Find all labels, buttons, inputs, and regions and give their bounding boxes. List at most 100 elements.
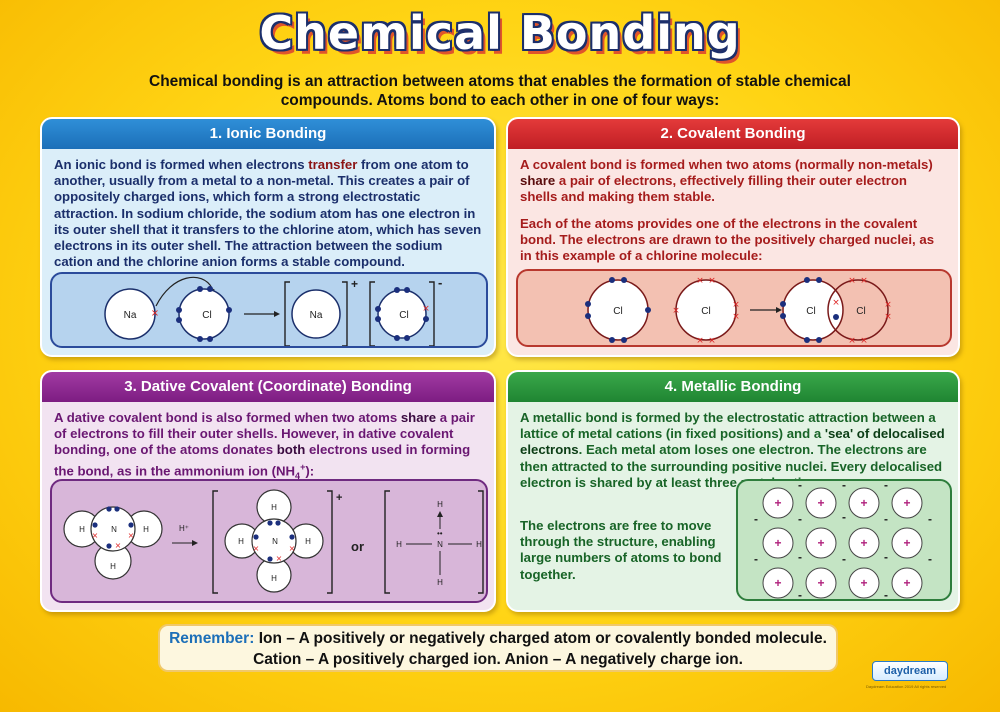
svg-text:+: + xyxy=(860,496,867,510)
svg-text:N: N xyxy=(437,540,443,549)
svg-text:+: + xyxy=(774,576,781,590)
svg-text:×: × xyxy=(860,276,868,286)
svg-text:-: - xyxy=(438,275,442,290)
svg-text:Cl: Cl xyxy=(701,306,710,317)
covalent-bonding-panel: 2. Covalent Bonding A covalent bond is f… xyxy=(506,117,960,357)
svg-text:H: H xyxy=(110,562,116,571)
svg-text:H: H xyxy=(396,540,402,549)
svg-text:Na: Na xyxy=(310,310,323,321)
svg-text:H: H xyxy=(143,525,149,534)
svg-text:Cl: Cl xyxy=(399,310,408,321)
svg-text:N: N xyxy=(111,525,117,534)
svg-text:Cl: Cl xyxy=(202,310,211,321)
svg-text:×: × xyxy=(253,544,260,553)
svg-text:+: + xyxy=(860,576,867,590)
svg-text:×: × xyxy=(276,554,283,563)
remember-box: Remember: Ion – A positively or negative… xyxy=(158,624,838,672)
svg-text:H: H xyxy=(437,500,443,509)
ionic-emphasis: transfer xyxy=(308,157,358,172)
covalent-diagram: Cl Cl × × × × × × × xyxy=(516,269,952,347)
svg-text:H: H xyxy=(437,578,443,587)
svg-text:×: × xyxy=(884,300,892,310)
or-label: or xyxy=(351,539,364,554)
metallic-bonding-panel: 4. Metallic Bonding A metallic bond is f… xyxy=(506,370,960,612)
metallic-text: A metallic bond is formed by the electro… xyxy=(520,410,945,490)
delocalised-electron: - xyxy=(884,588,888,601)
svg-text:H: H xyxy=(79,525,85,534)
svg-text:×: × xyxy=(151,308,159,319)
dative-heading: 3. Dative Covalent (Coordinate) Bonding xyxy=(42,372,494,402)
svg-text:H: H xyxy=(271,574,277,583)
delocalised-electron: - xyxy=(754,512,758,526)
chlorine-molecule: Cl Cl × ×× ×× ×× xyxy=(780,276,892,346)
svg-text:+: + xyxy=(817,496,824,510)
intro-text: Chemical bonding is an attraction betwee… xyxy=(149,73,851,109)
svg-text:×: × xyxy=(848,276,856,286)
daydream-logo: daydream xyxy=(872,661,948,681)
svg-text:×: × xyxy=(696,276,704,286)
svg-text:×: × xyxy=(92,531,99,540)
svg-text:+: + xyxy=(903,576,910,590)
svg-text:+: + xyxy=(817,576,824,590)
ionic-heading: 1. Ionic Bonding xyxy=(42,119,494,149)
metal-cation: + xyxy=(805,527,837,559)
delocalised-electron: - xyxy=(884,481,888,492)
delocalised-electron: - xyxy=(842,552,846,566)
svg-text:Cl: Cl xyxy=(856,306,865,317)
svg-text:×: × xyxy=(848,336,856,346)
svg-text:×: × xyxy=(696,336,704,346)
svg-text:H: H xyxy=(238,537,244,546)
copyright-text: Daydream Education 2019 All rights reser… xyxy=(866,684,947,689)
delocalised-electron: - xyxy=(842,510,846,524)
sodium-atom: Na × xyxy=(104,288,159,340)
metal-cation: + xyxy=(848,527,880,559)
page-title: Chemical Bonding xyxy=(259,6,741,60)
svg-text:Cl: Cl xyxy=(613,306,622,317)
svg-text:+: + xyxy=(351,277,358,291)
svg-text:×: × xyxy=(884,312,892,322)
svg-text:+: + xyxy=(817,536,824,550)
metallic-heading: 4. Metallic Bonding xyxy=(508,372,958,402)
metallic-lattice-diagram: ++++++++++++--------------- xyxy=(736,479,952,601)
metal-cation: + xyxy=(848,487,880,519)
delocalised-electron: - xyxy=(928,552,932,566)
metal-cation: + xyxy=(805,567,837,599)
svg-text:+: + xyxy=(860,536,867,550)
svg-text:H: H xyxy=(271,503,277,512)
chlorine-atom: Cl xyxy=(176,286,232,342)
svg-text:×: × xyxy=(128,531,135,540)
ionic-text: An ionic bond is formed when electrons t… xyxy=(54,157,482,270)
delocalised-electron: - xyxy=(884,550,888,564)
delocalised-electron: - xyxy=(798,481,802,492)
svg-text:×: × xyxy=(708,276,716,286)
covalent-emphasis: share xyxy=(520,173,556,189)
delocalised-electron: - xyxy=(884,512,888,526)
ammonia-molecule: H H H N × × × xyxy=(63,506,163,580)
chloride-ion: Cl × xyxy=(375,287,430,341)
ionic-bonding-panel: 1. Ionic Bonding An ionic bond is formed… xyxy=(40,117,496,357)
svg-text:+: + xyxy=(774,536,781,550)
metal-cation: + xyxy=(891,527,923,559)
sodium-ion: Na xyxy=(291,289,341,339)
covalent-text: A covalent bond is formed when two atoms… xyxy=(520,157,935,264)
svg-text:×: × xyxy=(289,544,296,553)
svg-text:H⁺: H⁺ xyxy=(179,524,189,533)
metal-cation: + xyxy=(848,567,880,599)
svg-text:×: × xyxy=(732,312,740,322)
delocalised-electron: - xyxy=(928,512,932,526)
delocalised-electron: - xyxy=(798,512,802,526)
svg-text:••: •• xyxy=(437,529,443,538)
metal-cation: + xyxy=(891,487,923,519)
dative-diagram: H H H N × × × H⁺ H H xyxy=(50,479,488,603)
svg-text:×: × xyxy=(708,336,716,346)
ammonium-structural-formula: H •• N H H H xyxy=(396,500,482,587)
metal-cation: + xyxy=(762,527,794,559)
dative-bonding-panel: 3. Dative Covalent (Coordinate) Bonding … xyxy=(40,370,496,612)
svg-text:×: × xyxy=(115,541,122,550)
svg-text:H: H xyxy=(476,540,482,549)
svg-text:×: × xyxy=(860,336,868,346)
metal-cation: + xyxy=(762,487,794,519)
svg-text:+: + xyxy=(774,496,781,510)
delocalised-electron: - xyxy=(798,588,802,601)
ammonium-ion: H H H H N ××× xyxy=(224,489,324,593)
